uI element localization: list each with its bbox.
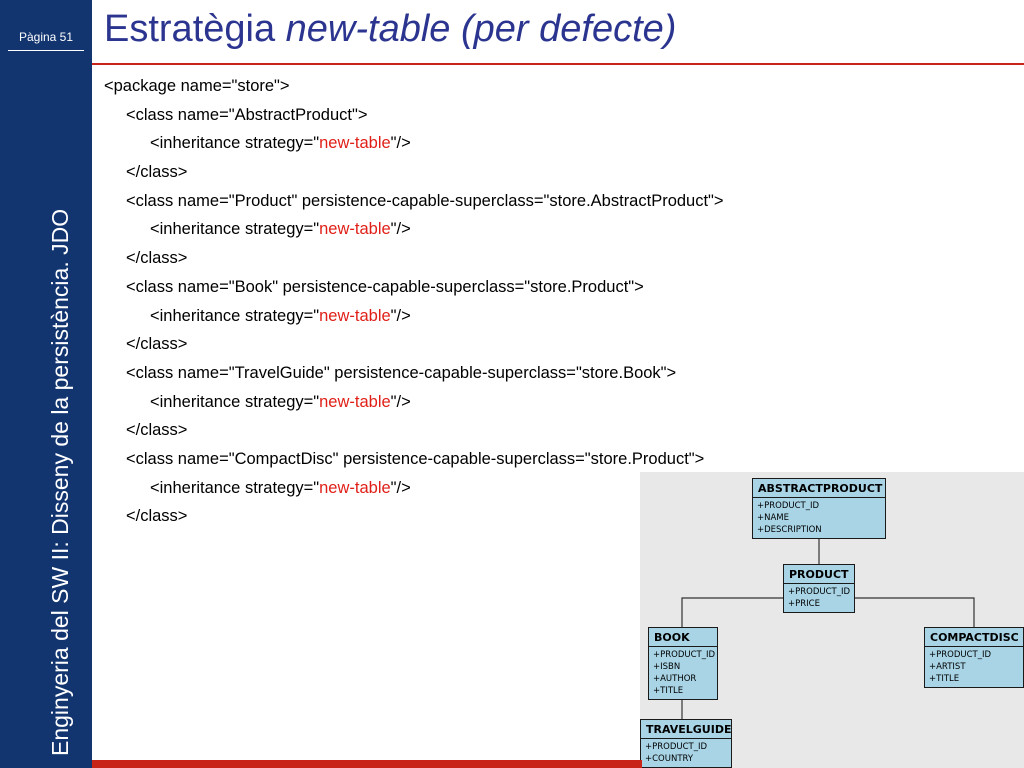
code-line: <package name="store">: [104, 72, 724, 101]
code-text: <package name="store">: [104, 77, 290, 95]
table-name: BOOK: [649, 628, 717, 647]
code-text: </class>: [126, 507, 188, 526]
table-attributes: +PRODUCT_ID +COUNTRY: [641, 739, 731, 767]
code-line: <class name="Book" persistence-capable-s…: [104, 273, 724, 302]
table-attributes: +PRODUCT_ID +NAME +DESCRIPTION: [753, 498, 885, 538]
code-line: <inheritance strategy="new-table"/>: [104, 388, 724, 417]
table-attribute: +ARTIST: [929, 662, 966, 672]
page-number-divider: [8, 50, 84, 51]
code-text: "/>: [390, 220, 411, 239]
code-text: <class name="AbstractProduct">: [126, 105, 368, 124]
code-text: "/>: [390, 306, 411, 325]
code-highlight: new-table: [319, 220, 391, 239]
code-line: </class>: [104, 244, 724, 273]
code-line: </class>: [104, 158, 724, 187]
code-line: <class name="Product" persistence-capabl…: [104, 187, 724, 216]
table-attributes: +PRODUCT_ID +PRICE: [784, 584, 854, 612]
code-line: </class>: [104, 502, 724, 531]
table-attribute: +PRODUCT_ID: [645, 742, 708, 752]
code-line: </class>: [104, 330, 724, 359]
code-highlight: new-table: [319, 306, 391, 325]
code-text: <inheritance strategy=": [150, 134, 320, 153]
code-text: </class>: [126, 249, 188, 268]
table-product: PRODUCT +PRODUCT_ID +PRICE: [783, 564, 855, 613]
code-line: <inheritance strategy="new-table"/>: [104, 215, 724, 244]
table-name: COMPACTDISC: [925, 628, 1023, 647]
table-abstractproduct: ABSTRACTPRODUCT +PRODUCT_ID +NAME +DESCR…: [752, 478, 886, 539]
code-highlight: new-table: [319, 134, 391, 153]
code-line: <class name="TravelGuide" persistence-ca…: [104, 359, 724, 388]
code-line: <class name="AbstractProduct">: [104, 101, 724, 130]
code-line: <inheritance strategy="new-table"/>: [104, 129, 724, 158]
table-name: PRODUCT: [784, 565, 854, 584]
table-attribute: +PRICE: [788, 599, 820, 609]
title-divider: [92, 63, 1024, 65]
table-name: ABSTRACTPRODUCT: [753, 479, 885, 498]
table-attributes: +PRODUCT_ID +ARTIST +TITLE: [925, 647, 1023, 687]
code-text: <class name="CompactDisc" persistence-ca…: [126, 449, 705, 468]
sidebar: Pàgina 51 Enginyeria del SW II: Disseny …: [0, 0, 92, 768]
code-line: <inheritance strategy="new-table"/>: [104, 302, 724, 331]
xml-code-listing: <package name="store"> <class name="Abstr…: [104, 72, 724, 531]
slide-title: Estratègia new-table (per defecte): [104, 8, 676, 51]
code-text: "/>: [390, 134, 411, 153]
table-attribute: +TITLE: [653, 686, 684, 696]
code-text: <inheritance strategy=": [150, 306, 320, 325]
table-attribute: +TITLE: [929, 674, 960, 684]
code-line: </class>: [104, 416, 724, 445]
code-text: <class name="Book" persistence-capable-s…: [126, 277, 644, 296]
code-text: "/>: [390, 478, 411, 497]
code-text: <inheritance strategy=": [150, 220, 320, 239]
table-name: TRAVELGUIDE: [641, 720, 731, 739]
slide-title-plain: Estratègia: [104, 8, 286, 50]
bottom-accent-bar: [92, 760, 642, 768]
table-book: BOOK +PRODUCT_ID +ISBN +AUTHOR +TITLE: [648, 627, 718, 700]
table-attribute: +PRODUCT_ID: [929, 650, 992, 660]
table-attributes: +PRODUCT_ID +ISBN +AUTHOR +TITLE: [649, 647, 717, 699]
table-attribute: +PRODUCT_ID: [757, 501, 820, 511]
code-text: <class name="Product" persistence-capabl…: [126, 191, 724, 210]
slide-title-italic: new-table (per defecte): [285, 8, 677, 50]
table-attribute: +DESCRIPTION: [757, 525, 822, 535]
table-travelguide: TRAVELGUIDE +PRODUCT_ID +COUNTRY: [640, 719, 732, 768]
code-text: </class>: [126, 335, 188, 354]
page-number: Pàgina 51: [18, 30, 74, 44]
code-text: </class>: [126, 163, 188, 182]
table-attribute: +ISBN: [653, 662, 681, 672]
code-line: <inheritance strategy="new-table"/>: [104, 474, 724, 503]
table-attribute: +NAME: [757, 513, 789, 523]
table-attribute: +PRODUCT_ID: [653, 650, 716, 660]
code-text: <inheritance strategy=": [150, 478, 320, 497]
code-highlight: new-table: [319, 478, 391, 497]
code-text: <inheritance strategy=": [150, 392, 320, 411]
table-attribute: +PRODUCT_ID: [788, 587, 851, 597]
code-highlight: new-table: [319, 392, 391, 411]
table-compactdisc: COMPACTDISC +PRODUCT_ID +ARTIST +TITLE: [924, 627, 1024, 688]
code-text: <class name="TravelGuide" persistence-ca…: [126, 363, 677, 382]
code-line: <class name="CompactDisc" persistence-ca…: [104, 445, 724, 474]
code-text: </class>: [126, 421, 188, 440]
code-text: "/>: [390, 392, 411, 411]
inheritance-diagram: ABSTRACTPRODUCT +PRODUCT_ID +NAME +DESCR…: [640, 472, 1024, 768]
course-title: Enginyeria del SW II: Disseny de la pers…: [47, 208, 73, 756]
table-attribute: +AUTHOR: [653, 674, 697, 684]
table-attribute: +COUNTRY: [645, 754, 694, 764]
